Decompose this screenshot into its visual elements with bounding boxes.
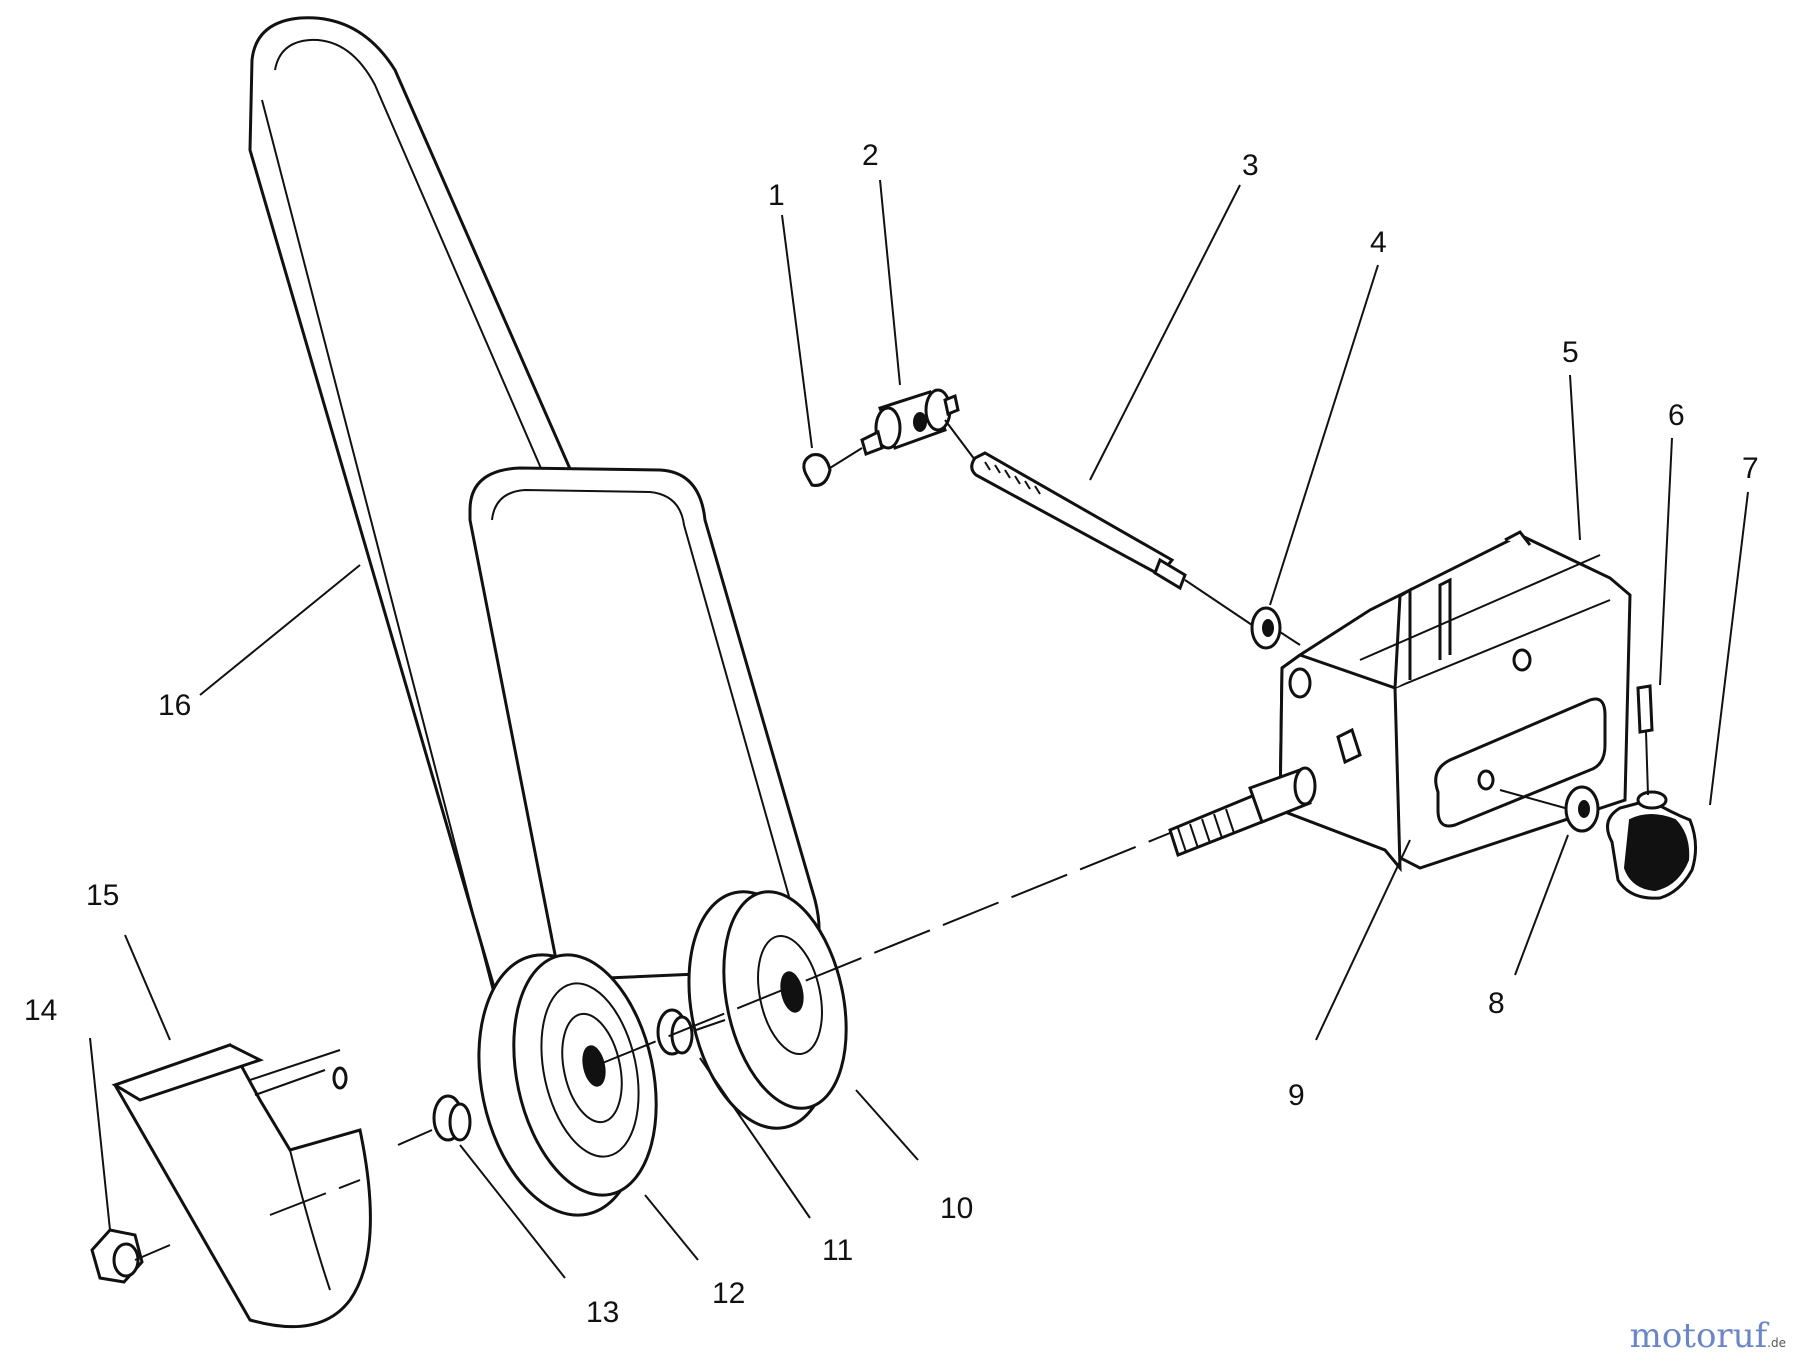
callout-5: 5 <box>1562 336 1579 369</box>
rod-3 <box>970 451 1187 591</box>
pulley-10 <box>687 890 848 1130</box>
callout-15: 15 <box>86 879 119 912</box>
spacer-13 <box>432 1094 472 1142</box>
callout-1: 1 <box>768 179 785 212</box>
callout-12: 12 <box>712 1277 745 1310</box>
leader-lines <box>89 179 1749 1279</box>
assembly-lines <box>134 419 1649 1261</box>
pulley-12 <box>477 953 658 1217</box>
knob-7 <box>1606 790 1697 900</box>
washer-4 <box>1250 606 1282 650</box>
callout-10: 10 <box>940 1192 973 1225</box>
watermark-tld: .de <box>1767 1336 1786 1350</box>
nut-14 <box>90 1228 144 1284</box>
watermark-brand: motoruf <box>1629 1316 1768 1356</box>
callout-14: 14 <box>24 994 57 1027</box>
callout-16: 16 <box>158 689 191 722</box>
callout-6: 6 <box>1668 399 1685 432</box>
callout-8: 8 <box>1488 987 1505 1020</box>
roll-pin-6 <box>1636 684 1654 734</box>
callout-7: 7 <box>1742 452 1759 485</box>
motoruf-watermark-logo: motoruf.de <box>1630 1316 1786 1356</box>
callout-4: 4 <box>1370 226 1387 259</box>
spacer-11 <box>656 1008 694 1056</box>
callout-9: 9 <box>1288 1079 1305 1112</box>
bracket-15 <box>111 1043 372 1329</box>
callout-13: 13 <box>586 1296 619 1329</box>
swivel-2 <box>860 388 960 456</box>
callout-11: 11 <box>822 1234 853 1267</box>
e-clip-1 <box>802 453 832 487</box>
callout-2: 2 <box>862 139 879 172</box>
callout-3: 3 <box>1242 149 1259 182</box>
washer-8 <box>1564 785 1600 833</box>
tensioner-housing-5 <box>1278 530 1632 873</box>
stud-9 <box>1168 766 1317 857</box>
callout-numbers: 1 2 3 4 5 6 7 8 9 10 11 12 13 14 15 16 <box>24 139 1759 1329</box>
